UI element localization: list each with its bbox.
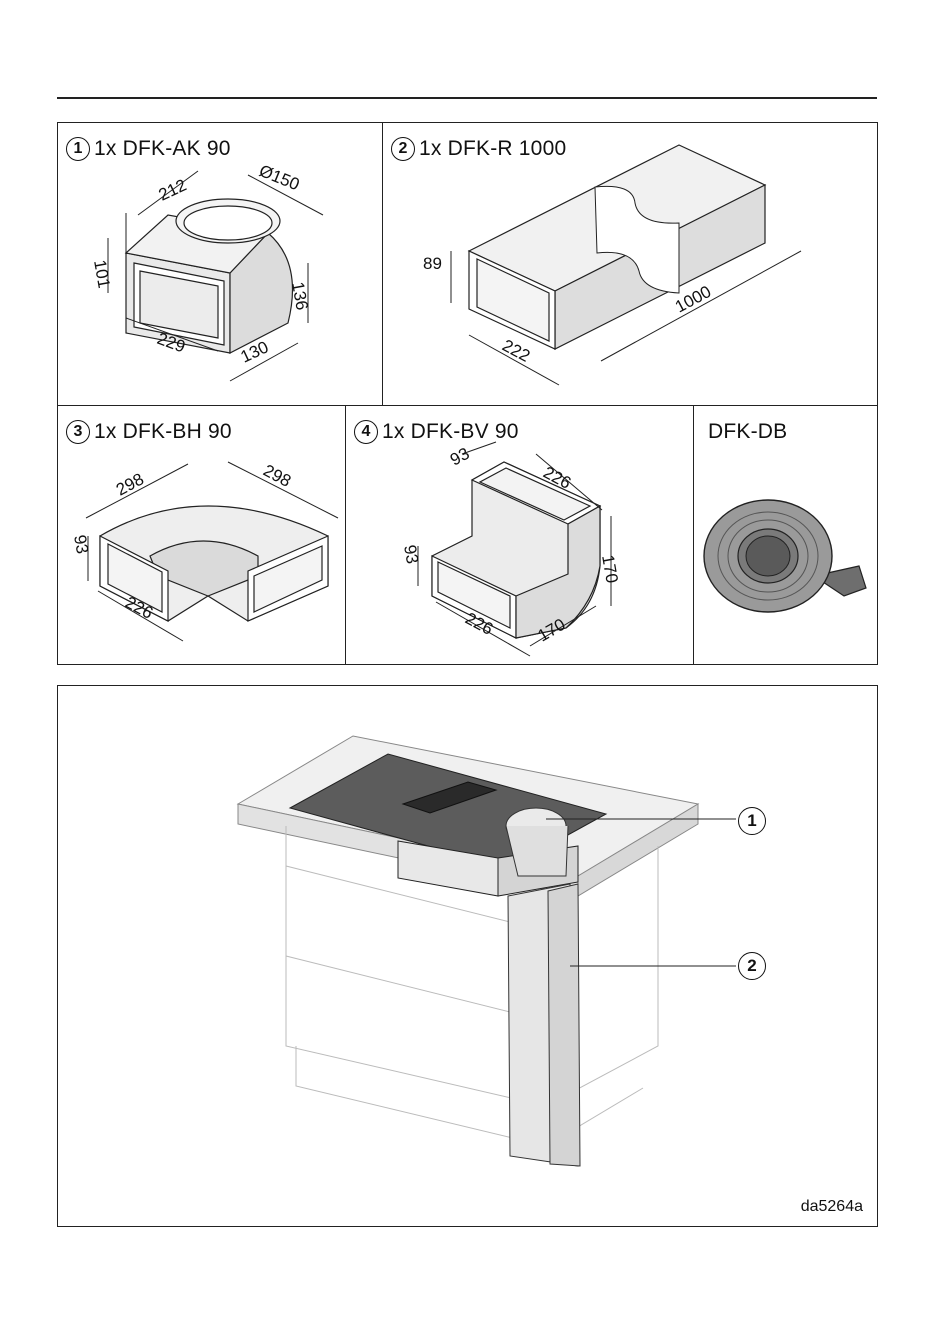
straight-duct-drawing: 89 222 1000 bbox=[383, 123, 879, 407]
callout-1: 1 bbox=[738, 807, 766, 835]
dim-label: 93 bbox=[70, 533, 92, 555]
dim-label: 298 bbox=[113, 469, 147, 499]
dim-label: 212 bbox=[156, 175, 190, 204]
dim-label: 93 bbox=[447, 444, 473, 470]
panel-dfk-db: DFK-DB bbox=[693, 405, 878, 665]
dim-label: 101 bbox=[90, 258, 114, 289]
dim-label: 93 bbox=[400, 543, 422, 565]
horizontal-bend-drawing: 298 298 93 226 bbox=[58, 406, 347, 666]
panel-dfk-bv-90: 4 1x DFK-BV 90 93 226 93 170 226 170 bbox=[345, 405, 694, 665]
dim-label: 298 bbox=[260, 461, 294, 491]
dim-label: 170 bbox=[598, 553, 622, 584]
panel-dfk-bh-90: 3 1x DFK-BH 90 298 298 93 226 bbox=[57, 405, 346, 665]
panel-dfk-ak-90: 1 1x DFK-AK 90 212 Ø150 101 136 bbox=[57, 122, 383, 406]
elbow-adapter-drawing: 212 Ø150 101 136 229 130 bbox=[58, 123, 384, 407]
panel-dfk-r-1000: 2 1x DFK-R 1000 89 222 1000 bbox=[382, 122, 878, 406]
callout-2: 2 bbox=[738, 952, 766, 980]
sealing-tape-roll-drawing bbox=[694, 406, 879, 666]
dim-label: 222 bbox=[499, 336, 533, 366]
installation-panel: 1 2 da5264a bbox=[57, 685, 878, 1227]
header-rule bbox=[57, 97, 877, 99]
dim-label: 89 bbox=[423, 254, 442, 273]
dim-label: Ø150 bbox=[257, 161, 303, 194]
vertical-bend-drawing: 93 226 93 170 226 170 bbox=[346, 406, 695, 666]
figure-reference: da5264a bbox=[801, 1198, 863, 1216]
